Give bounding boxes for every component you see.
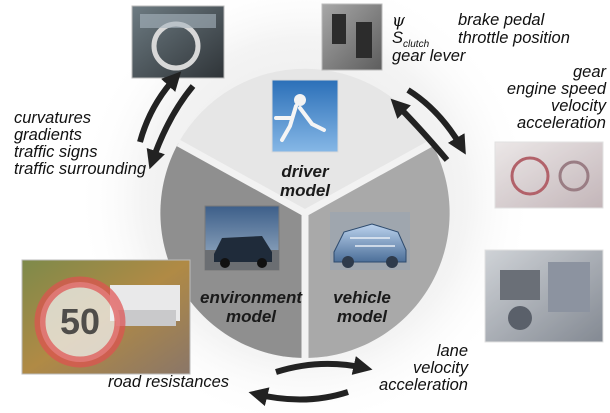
clutch-symbol: Sclutch (392, 29, 430, 51)
speed-limit-sign (34, 276, 126, 368)
curvatures-label: curvatures (14, 109, 92, 127)
road-photo: 50 (21, 259, 191, 375)
engine-speed-label: engine speed (506, 80, 606, 98)
acceleration-label: acceleration (379, 376, 468, 394)
vehicle-state-list: gear engine speed velocity acceleration (507, 64, 606, 132)
vehicle-model-image (330, 212, 410, 270)
psi-symbol: ψ (392, 11, 405, 30)
driver-model-label: driver model (265, 162, 345, 200)
lane-label: lane (436, 342, 468, 360)
environment-model-label: environment model (192, 288, 310, 326)
pedals-photo (321, 3, 383, 71)
traffic-signs-label: traffic signs (14, 143, 98, 161)
road-resistances-label: road resistances (108, 373, 230, 391)
vehicle-model-label-line2: model (336, 307, 388, 326)
vehicle-model-label-line1: vehicle (333, 288, 391, 307)
acceleration-label: acceleration (517, 114, 606, 132)
environment-model-label-line1: environment (199, 288, 303, 307)
environment-model-label-line2: model (225, 307, 277, 326)
brake-pedal-label: brake pedal (458, 11, 545, 29)
velocity-label: velocity (550, 97, 606, 115)
vehicle-model-label: vehicle model (322, 288, 402, 326)
gear-lever-label: gear lever (392, 47, 466, 65)
speed-limit-value: 50 (60, 301, 100, 342)
vehicle-to-environment-list: lane velocity acceleration (379, 343, 468, 394)
traffic-surrounding-label: traffic surrounding (14, 160, 147, 178)
arrow-driver-vehicle (390, 87, 466, 162)
throttle-position-label: throttle position (458, 29, 570, 47)
driver-model-label-line2: model (279, 181, 331, 200)
segment-divider (303, 139, 434, 217)
segment-divider (176, 139, 307, 217)
dashboard-photo (494, 141, 604, 209)
driver-model-label-line1: driver (281, 162, 329, 181)
environment-model-image (204, 205, 280, 271)
gear-label: gear (572, 63, 606, 81)
gradients-label: gradients (14, 126, 82, 144)
engine-photo (484, 249, 604, 343)
cockpit-photo (131, 5, 225, 79)
environment-info-list: curvatures gradients traffic signs traff… (14, 110, 146, 178)
arrow-environment-vehicle (248, 356, 373, 407)
driver-model-image (271, 79, 339, 153)
velocity-label: velocity (412, 359, 468, 377)
arrow-driver-environment (137, 71, 196, 170)
